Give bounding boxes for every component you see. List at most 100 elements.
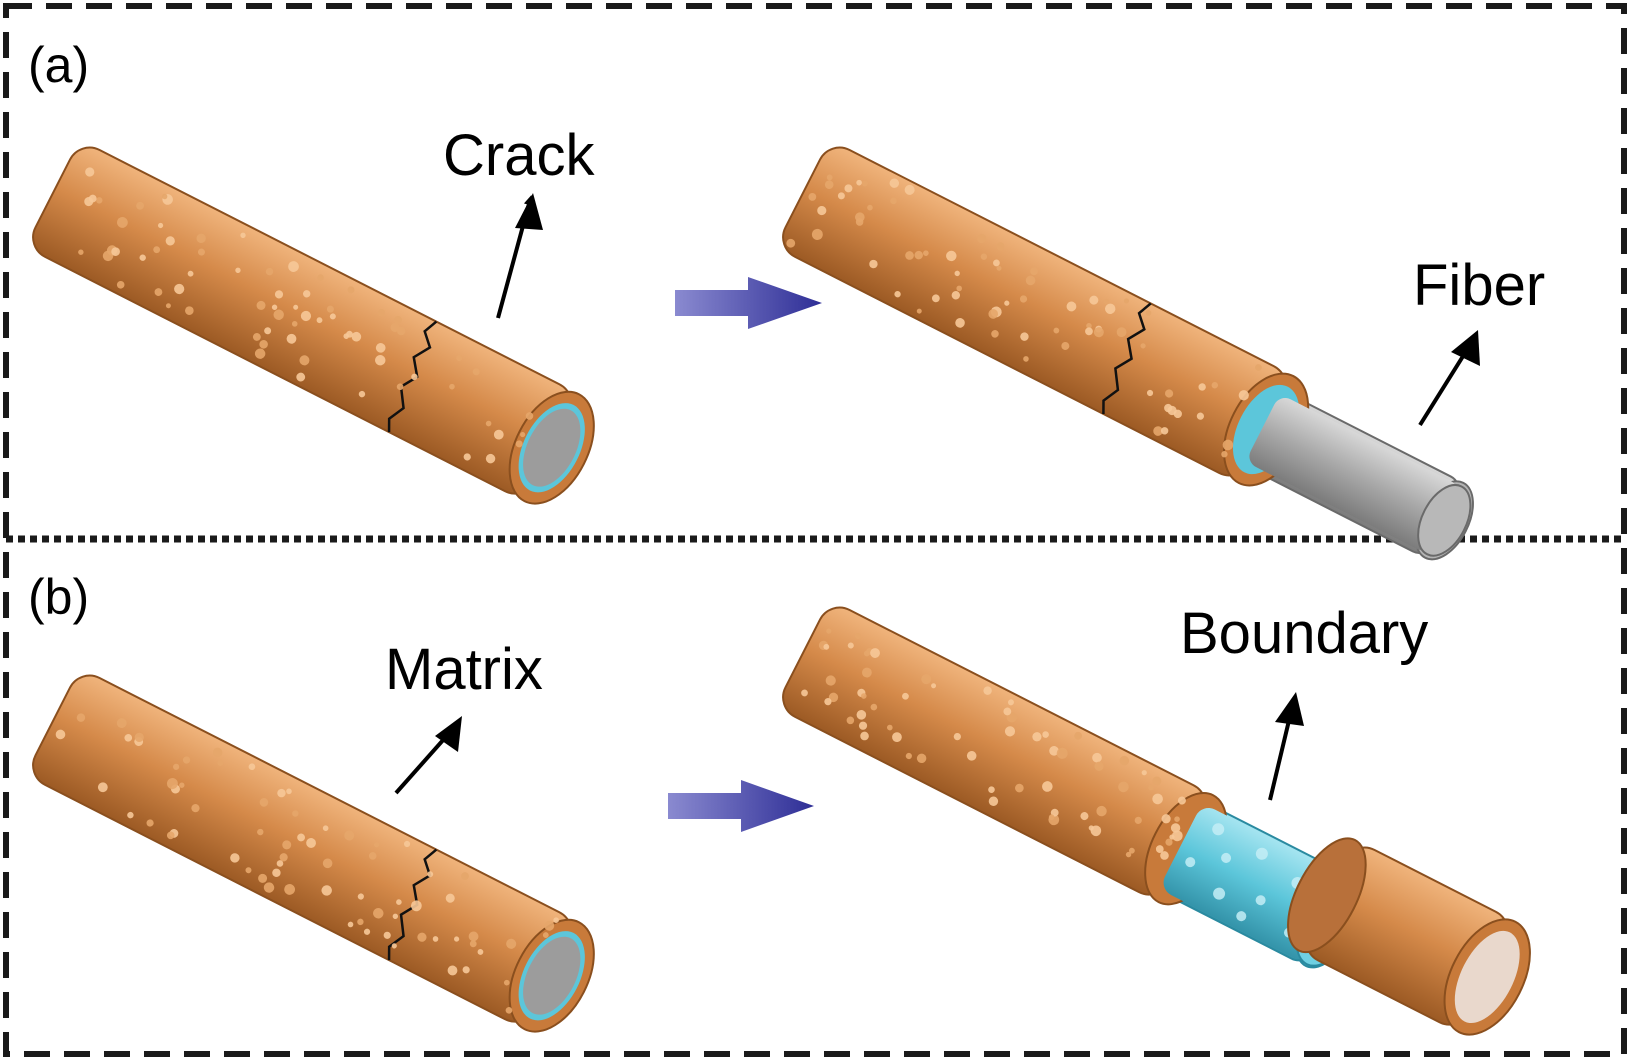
nodule — [196, 233, 206, 244]
nodule — [161, 193, 168, 200]
nodule — [993, 259, 1000, 267]
nodule — [1003, 707, 1012, 716]
nodule — [116, 280, 125, 289]
process-arrow-a — [675, 277, 822, 329]
nodule — [185, 306, 194, 315]
nodule — [856, 179, 862, 186]
nodule — [344, 830, 355, 841]
nodule — [856, 710, 867, 720]
nodule — [1116, 327, 1127, 338]
nodule — [1080, 812, 1089, 821]
nodule — [116, 718, 127, 728]
nodule — [396, 899, 402, 905]
nodule — [347, 921, 354, 928]
nodule — [844, 184, 853, 193]
process-arrow-b — [668, 780, 814, 832]
nodule — [1123, 298, 1130, 304]
nodule — [1119, 755, 1130, 766]
panel-label-b: (b) — [28, 569, 89, 625]
nodule — [288, 261, 299, 272]
nodule — [76, 713, 86, 722]
nodule — [931, 294, 940, 303]
nodule — [515, 440, 523, 448]
nodule — [230, 853, 240, 863]
cylinder-b-right-sleeve — [1287, 837, 1531, 1036]
nodule — [166, 831, 175, 840]
nodule — [300, 310, 312, 322]
nodule — [88, 194, 97, 203]
nodule — [258, 873, 268, 883]
nodule — [302, 290, 311, 298]
nodule — [860, 731, 869, 741]
nodule — [265, 267, 274, 276]
nodule — [951, 291, 961, 300]
nodule — [1238, 390, 1249, 401]
nodule — [1007, 699, 1014, 706]
nodule — [1164, 389, 1174, 398]
nodule — [259, 798, 269, 807]
nodule — [174, 283, 185, 295]
nodule — [116, 217, 128, 228]
boundary-pointer-arrowhead — [1275, 692, 1304, 726]
nodule — [274, 290, 284, 299]
nodule — [257, 828, 264, 836]
nodule — [264, 327, 272, 335]
nodule — [1048, 814, 1055, 821]
nodule — [544, 920, 555, 931]
nodule — [1086, 323, 1092, 329]
nodule — [862, 180, 868, 187]
nodule — [1125, 851, 1132, 858]
nodule — [520, 431, 526, 438]
nodule — [1088, 825, 1094, 831]
nodule — [166, 778, 178, 790]
nodule — [506, 938, 517, 949]
nodule — [427, 871, 434, 878]
nodule — [956, 285, 962, 292]
nodule — [157, 222, 164, 229]
nodule — [322, 858, 333, 869]
nodule — [914, 250, 923, 260]
nodule — [1092, 752, 1102, 763]
nodule — [447, 965, 458, 976]
nodule — [1141, 770, 1147, 776]
nodule — [445, 893, 455, 903]
nodule — [240, 232, 246, 238]
nodule-group — [78, 167, 534, 464]
nodule — [869, 259, 878, 269]
nodule — [1085, 327, 1093, 336]
annotation-crack: Crack — [443, 123, 595, 188]
nodule — [472, 368, 480, 376]
nodule — [892, 732, 902, 743]
nodule — [1032, 732, 1042, 742]
nodule — [991, 330, 999, 338]
nodule — [1221, 451, 1228, 458]
nodule — [154, 288, 163, 296]
nodule — [248, 763, 256, 771]
nodule — [417, 932, 427, 942]
nodule-group — [801, 628, 1186, 860]
nodule — [1160, 851, 1169, 860]
nodule — [326, 305, 334, 313]
nodule — [1004, 726, 1016, 737]
nodule — [263, 882, 275, 893]
nodule — [477, 949, 484, 955]
nodule — [946, 250, 957, 262]
nodule — [902, 692, 909, 700]
annotation-fiber: Fiber — [1413, 253, 1545, 318]
crack-line — [1102, 302, 1152, 414]
nodule — [1177, 796, 1186, 805]
nodule — [542, 932, 549, 938]
nodule — [191, 803, 200, 813]
outer-frame — [3, 3, 1627, 1057]
nodule — [410, 900, 422, 912]
nodule — [887, 724, 893, 731]
nodule — [403, 840, 411, 848]
nodule — [282, 840, 292, 850]
nodule — [329, 313, 336, 320]
nodule — [322, 825, 329, 831]
nodule — [321, 885, 332, 896]
nodule — [375, 343, 386, 353]
nodule — [286, 788, 292, 795]
nodule — [1089, 295, 1099, 305]
